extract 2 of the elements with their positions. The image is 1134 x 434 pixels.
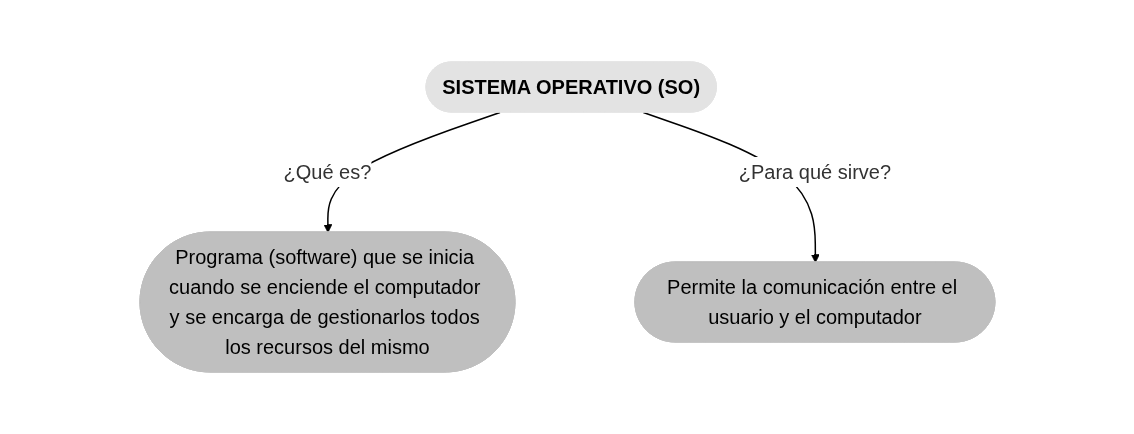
edge-label: ¿Qué es? xyxy=(283,161,371,183)
edge-label: ¿Para qué sirve? xyxy=(738,161,891,183)
